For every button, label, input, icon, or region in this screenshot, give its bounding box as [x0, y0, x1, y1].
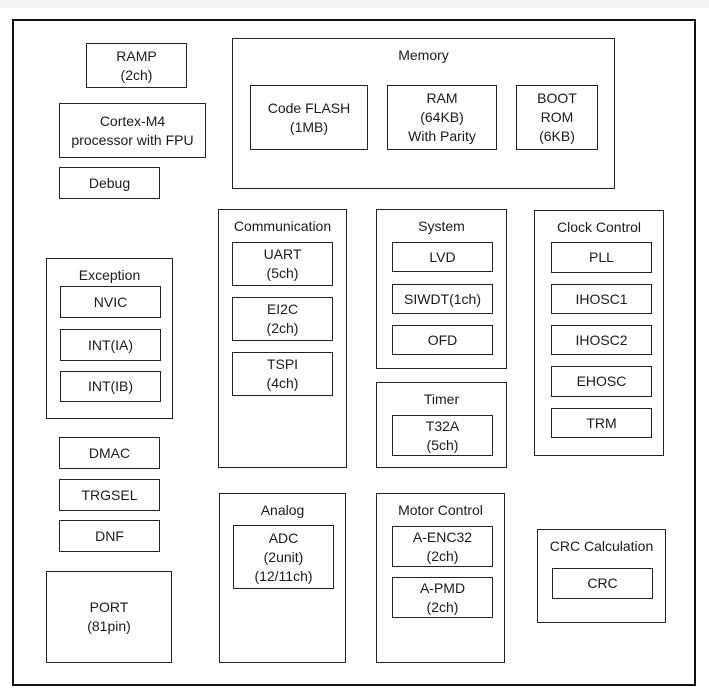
block-int-ib: INT(IB) [60, 371, 161, 402]
block-ihosc1: IHOSC1 [551, 284, 652, 314]
block-ehosc: EHOSC [551, 366, 652, 397]
block-dnf: DNF [59, 520, 160, 552]
group-crc-calculation: CRC Calculation CRC [537, 529, 666, 623]
block-trm: TRM [551, 408, 652, 438]
group-analog: Analog ADC (2unit) (12/11ch) [219, 493, 346, 663]
block-ihosc2: IHOSC2 [551, 325, 652, 355]
group-memory: Memory Code FLASH (1MB) RAM (64KB) With … [232, 38, 615, 189]
block-debug: Debug [59, 167, 160, 199]
block-dmac: DMAC [59, 437, 160, 469]
block-adc: ADC (2unit) (12/11ch) [233, 525, 334, 589]
group-system-title: System [418, 218, 465, 234]
block-trgsel: TRGSEL [59, 479, 160, 511]
group-communication-title: Communication [233, 218, 332, 234]
group-memory-title: Memory [398, 47, 449, 63]
block-pll: PLL [551, 242, 652, 273]
block-cortex-m4: Cortex-M4 processor with FPU [59, 103, 206, 158]
block-nvic: NVIC [60, 286, 161, 318]
block-int-ia: INT(IA) [60, 329, 161, 361]
group-exception: Exception NVIC INT(IA) INT(IB) [46, 258, 173, 419]
group-system: System LVD SIWDT(1ch) OFD [376, 209, 507, 369]
group-crc-calculation-title: CRC Calculation [549, 538, 654, 554]
block-ei2c: EI2C (2ch) [232, 297, 333, 341]
block-a-pmd: A-PMD (2ch) [392, 577, 493, 618]
block-tspi: TSPI (4ch) [232, 352, 333, 396]
group-clock-control-title: Clock Control [556, 219, 642, 235]
block-siwdt: SIWDT(1ch) [392, 284, 493, 314]
block-boot-rom: BOOT ROM (6KB) [516, 85, 598, 150]
group-analog-title: Analog [260, 502, 305, 518]
group-timer: Timer T32A (5ch) [376, 382, 507, 468]
block-a-enc32: A-ENC32 (2ch) [392, 526, 493, 567]
group-clock-control: Clock Control PLL IHOSC1 IHOSC2 EHOSC TR… [534, 210, 664, 456]
block-t32a: T32A (5ch) [392, 415, 493, 456]
block-code-flash: Code FLASH (1MB) [250, 85, 368, 150]
block-crc: CRC [552, 568, 653, 599]
group-exception-title: Exception [78, 267, 141, 283]
top-strip [0, 0, 709, 8]
block-port: PORT (81pin) [46, 571, 172, 663]
group-motor-control: Motor Control A-ENC32 (2ch) A-PMD (2ch) [376, 493, 505, 663]
group-motor-control-title: Motor Control [398, 502, 483, 518]
block-ram: RAM (64KB) With Parity [387, 85, 497, 150]
group-timer-title: Timer [423, 391, 460, 407]
block-uart: UART (5ch) [232, 242, 333, 286]
block-lvd: LVD [392, 242, 493, 272]
block-ramp: RAMP (2ch) [86, 43, 187, 88]
block-ofd: OFD [392, 325, 493, 355]
group-communication: Communication UART (5ch) EI2C (2ch) TSPI… [218, 209, 347, 468]
